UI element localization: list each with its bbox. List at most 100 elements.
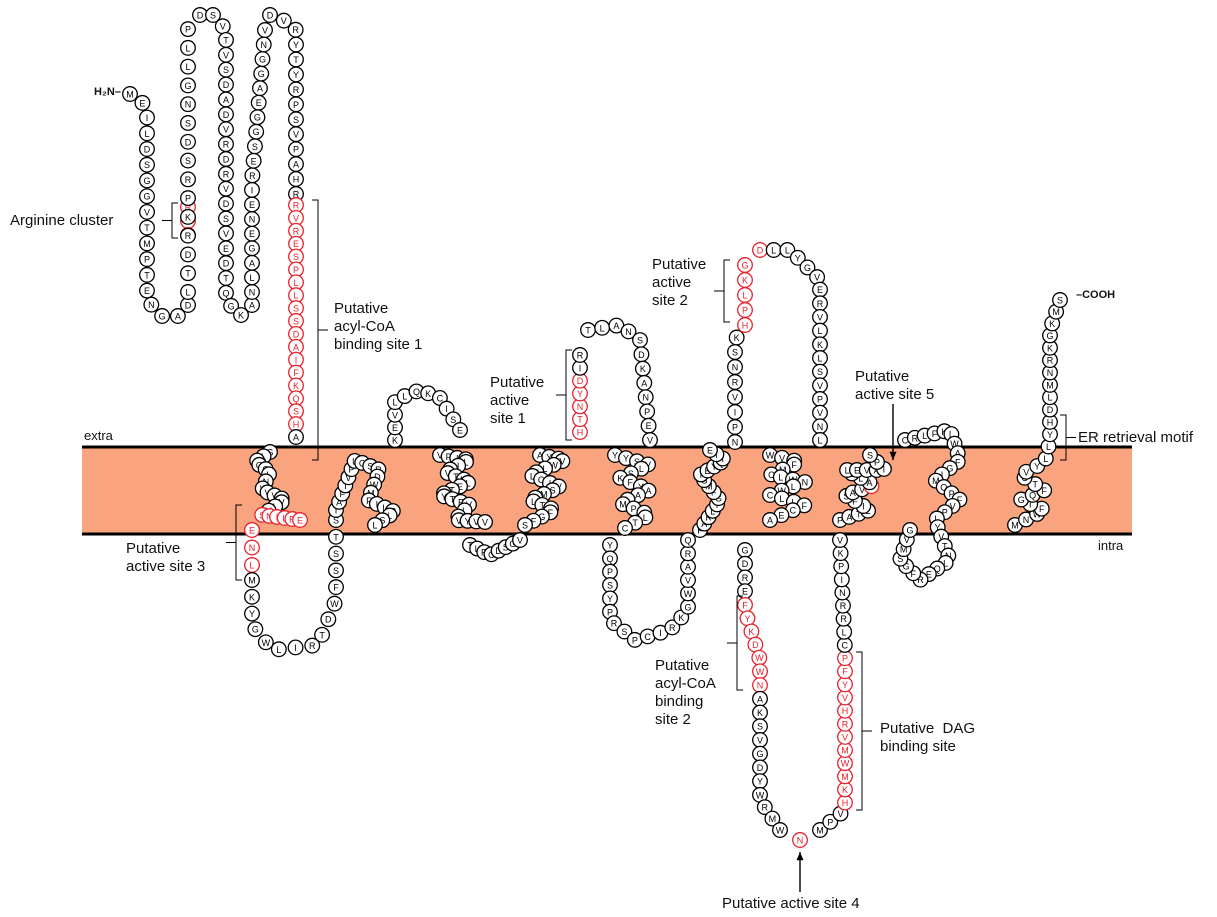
residue-letter: D — [185, 137, 192, 147]
residue-letter: P — [185, 25, 191, 35]
residue-letter: Y — [842, 680, 848, 690]
residue-letter: A — [767, 516, 773, 526]
residue-letter: R — [185, 175, 192, 185]
acyl-coa-site-1-label: Putative acyl-CoA binding site 1 — [334, 300, 422, 354]
residue-letter: N — [148, 300, 155, 310]
residue-letter: H — [293, 175, 300, 185]
residue-letter: P — [185, 194, 191, 204]
residue-letter: V — [685, 576, 691, 586]
residue-letter: P — [632, 635, 638, 645]
residue-letter: E — [646, 421, 652, 431]
residue-letter: L — [185, 43, 190, 53]
residue-letter: W — [330, 599, 339, 609]
residue-letter: S — [333, 549, 339, 559]
residue-letter: E — [251, 156, 257, 166]
residue-letter: Y — [577, 389, 583, 399]
dag-binding-site-bracket — [856, 652, 872, 810]
residue-letter: W — [756, 667, 765, 677]
residue-letter: K — [842, 785, 848, 795]
residue-letter: R — [1047, 356, 1054, 366]
residue-letter: D — [577, 376, 584, 386]
residue-letter: I — [841, 575, 844, 585]
residue-letter: D — [223, 259, 230, 269]
residue-letter: K — [1049, 319, 1055, 329]
residue-letter: V — [392, 410, 398, 420]
residue-letter: L — [845, 466, 850, 476]
residue-letter: T — [585, 326, 591, 336]
residue-letter: R — [292, 25, 299, 35]
residue-letter: R — [293, 201, 300, 211]
residue-letter: C — [622, 524, 629, 534]
residue-letter: P — [631, 504, 637, 514]
residue-letter: S — [817, 367, 823, 377]
residue-letter: L — [639, 464, 644, 474]
active-site-4-label: Putative active site 4 — [722, 895, 860, 913]
residue-letter: G — [159, 312, 166, 322]
residue-letter: V — [223, 229, 229, 239]
residue-letter: S — [185, 118, 191, 128]
residue-letter: D — [1047, 405, 1054, 415]
residue-letter: L — [817, 436, 822, 446]
residue-letter: P — [732, 422, 738, 432]
acyl-coa-site-2-label: Putative acyl-CoA binding site 2 — [655, 657, 716, 729]
residue-letter: G — [228, 301, 235, 311]
residue-letter: S — [732, 347, 738, 357]
residue-letter: Y — [795, 253, 801, 263]
residue-letter: D — [185, 250, 192, 260]
residue-letter: N — [839, 588, 846, 598]
residue-letter: R — [223, 140, 230, 150]
membrane-band — [82, 447, 1132, 534]
residue-letter: Y — [612, 451, 618, 461]
residue-letter: L — [771, 246, 776, 256]
residue-letter: E — [392, 423, 398, 433]
residue-letter: G — [684, 602, 691, 612]
residue-letter: H — [842, 798, 849, 808]
residue-letter: A — [646, 486, 652, 496]
residue-letter: H — [293, 420, 300, 430]
residue-letter: W — [776, 826, 785, 836]
er-retrieval-motif-label: ER retrieval motif — [1078, 429, 1193, 447]
residue-letter: I — [294, 643, 297, 653]
active-site-5-label: Putative active site 5 — [855, 368, 934, 404]
arginine-cluster-bracket — [162, 203, 178, 238]
residue-letter: R — [293, 226, 300, 236]
residue-letter: P — [842, 654, 848, 664]
residue-letter: H — [842, 706, 849, 716]
residue-letter: D — [742, 559, 749, 569]
residue-letter: V — [817, 381, 823, 391]
residue-letter: G — [756, 749, 763, 759]
membrane-outside-label: extra — [84, 428, 113, 443]
residue-letter: P — [144, 255, 150, 265]
arginine-cluster-label: Arginine cluster — [10, 212, 113, 230]
residue-letter: L — [922, 431, 927, 441]
active-site-2-bracket — [714, 260, 730, 322]
residue-letter: S — [223, 214, 229, 224]
residue-letter: L — [1046, 442, 1051, 452]
residue-letter: N — [802, 478, 809, 488]
residue-letter: Y — [1047, 430, 1053, 440]
residue-letter: T — [144, 223, 150, 233]
residue-letter: E — [778, 511, 784, 521]
residue-letter: S — [252, 142, 258, 152]
residue-letter: N — [260, 40, 267, 50]
residue-letter: E — [223, 244, 229, 254]
residue-letter: L — [276, 645, 281, 655]
residue-letter: P — [607, 567, 613, 577]
residue-letter: C — [842, 640, 849, 650]
residue-letter: F — [293, 368, 299, 378]
residue-letter: K — [238, 311, 244, 321]
residue-letter: E — [249, 229, 255, 239]
residue-letter: E — [249, 200, 255, 210]
residue-letter: E — [457, 426, 463, 436]
residue-letter: M — [248, 576, 256, 586]
residue-letter: Y — [293, 70, 299, 80]
residue-letter: D — [223, 110, 230, 120]
residue-letter: G — [253, 127, 260, 137]
residue-letter: Y — [607, 594, 613, 604]
residue-letter: R — [611, 619, 618, 629]
residue-letter: Q — [413, 387, 420, 397]
residue-letter: P — [838, 562, 844, 572]
residue-letter: D — [325, 615, 332, 625]
residue-letter: C — [644, 632, 651, 642]
residue-letter: K — [838, 549, 844, 559]
